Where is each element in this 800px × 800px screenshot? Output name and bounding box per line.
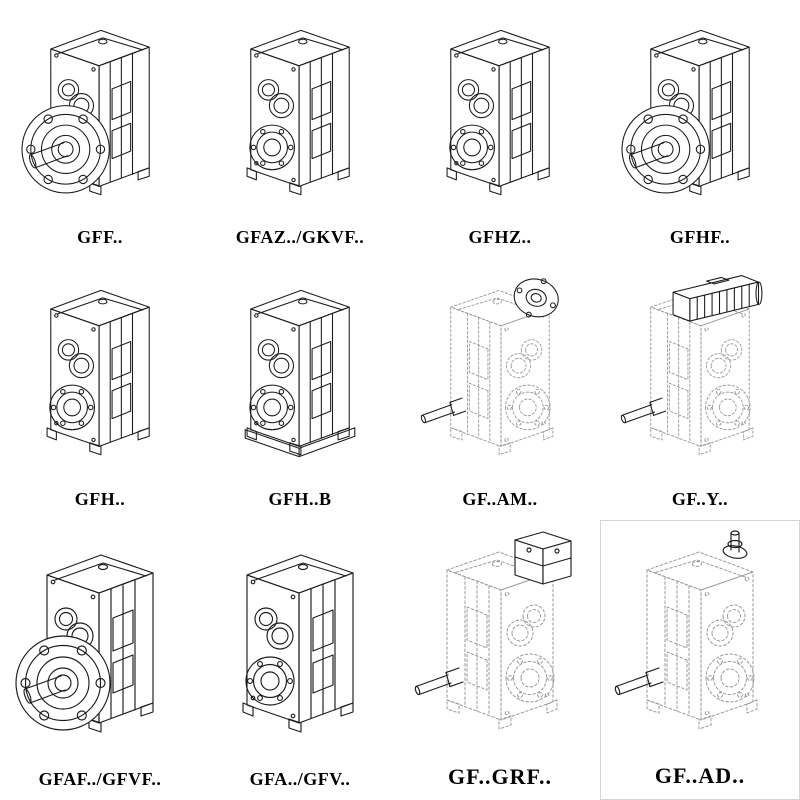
model-label: GF..GRF.. <box>448 764 552 789</box>
gearbox-hollow-shaft-illustration <box>246 29 350 195</box>
product-cell-gfa-gfv: GFA../GFV.. <box>200 520 400 800</box>
gearbox-drawing-gf-grf <box>402 524 598 760</box>
product-cell-gf-am: GF..AM.. <box>400 258 600 520</box>
gearbox-iec-adapter-illustration <box>419 272 564 455</box>
model-label: GF..Y.. <box>671 489 729 509</box>
gearbox-flange-illustration <box>15 553 154 733</box>
product-cell-gf-ad: GF..AD.. <box>600 520 800 800</box>
product-cell-gfhf: GFHF.. <box>600 0 800 258</box>
model-label: GFAZ../GKVF.. <box>235 227 365 247</box>
gearmotor-illustration <box>619 274 763 455</box>
model-label: GFHZ.. <box>468 227 532 247</box>
gearbox-drawing-gf-am <box>402 262 598 485</box>
product-cell-gf-grf: GF..GRF.. <box>400 520 600 800</box>
product-cell-gf-y: GF..Y.. <box>600 258 800 520</box>
gearbox-drawing-gfhf <box>602 4 798 223</box>
product-cell-gfaz-gkvf: GFAZ../GKVF.. <box>200 0 400 258</box>
gearbox-flange-illustration <box>21 29 150 195</box>
gearbox-drawing-gf-ad <box>603 525 797 759</box>
gearbox-input-shaft-adapter-illustration <box>613 530 758 730</box>
product-cell-gfh-b: GFH..B <box>200 258 400 520</box>
gearbox-drawing-gf-y <box>602 262 798 485</box>
gearbox-drawing-gfa-gfv <box>202 524 398 765</box>
product-cell-gfh: GFH.. <box>0 258 200 520</box>
gearbox-hollow-shaft-illustration <box>46 289 150 455</box>
gearbox-drawing-gfaf-gfvf <box>2 524 198 765</box>
gearbox-drawing-gfh <box>2 262 198 485</box>
model-label: GFAF../GFVF.. <box>38 769 162 789</box>
gearbox-drawing-gfhz <box>402 4 598 223</box>
gearbox-hollow-shaft-foot-illustration <box>244 289 356 457</box>
product-cell-gfaf-gfvf: GFAF../GFVF.. <box>0 520 200 800</box>
model-label: GF..AD.. <box>654 763 746 788</box>
gearbox-hollow-shaft-illustration <box>242 553 354 733</box>
gearbox-hollow-shaft-illustration <box>446 29 550 195</box>
model-label: GFHF.. <box>669 227 731 247</box>
model-label: GF..AM.. <box>462 489 538 509</box>
product-cell-gfhz: GFHZ.. <box>400 0 600 258</box>
gearbox-drawing-gfaz-gkvf <box>202 4 398 223</box>
product-cell-gff: GFF.. <box>0 0 200 258</box>
gearbox-flange-illustration <box>621 29 750 195</box>
gearbox-drawing-gfh-b <box>202 262 398 485</box>
model-label: GFF.. <box>77 227 123 247</box>
model-label: GFH.. <box>74 489 126 509</box>
model-label: GFA../GFV.. <box>249 769 351 789</box>
model-label: GFH..B <box>268 489 332 509</box>
gearbox-drawing-gff <box>2 4 198 223</box>
gearbox-cover-adapter-illustration <box>413 531 572 730</box>
